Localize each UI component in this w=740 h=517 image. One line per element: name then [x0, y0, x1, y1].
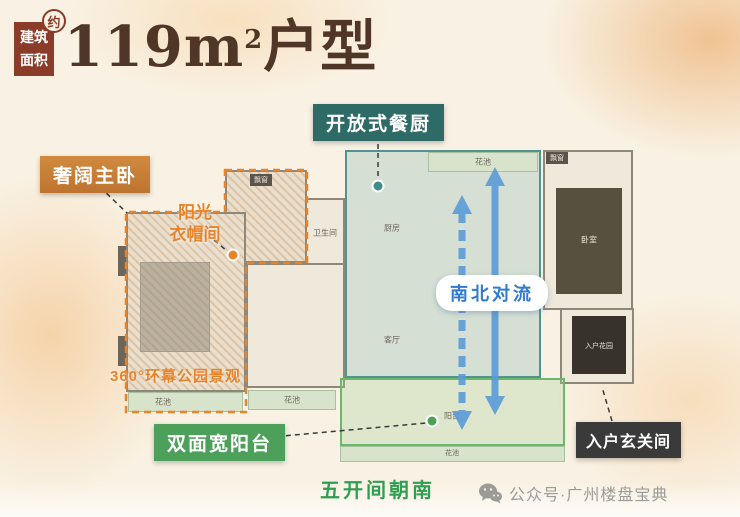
room-label-living: 客厅 — [384, 335, 400, 345]
wechat-footer: 公众号·广州楼盘宝典 — [478, 481, 668, 505]
callout-entry-foyer: 入户玄关间 — [576, 422, 682, 458]
cloakroom-line1: 阳光 — [178, 203, 212, 222]
room-label-flower-top: 花池 — [475, 157, 491, 167]
bay-window-strip — [118, 336, 126, 366]
room-label-flower-south: 花池 — [445, 450, 459, 457]
page-title: 119m2户型 — [64, 2, 377, 83]
wechat-account-label: 公众号·广州楼盘宝典 — [509, 487, 669, 504]
bed-furniture-master — [140, 262, 210, 352]
room-label-balcony: 阳台 — [444, 411, 460, 421]
area-badge-line2: 面积 — [20, 52, 48, 69]
cloakroom-line2: 衣帽间 — [169, 225, 221, 245]
title-suffix: 户型 — [263, 14, 378, 80]
room-hallway — [246, 263, 345, 388]
area-badge-line1: 建筑 — [20, 29, 48, 45]
callout-master-bedroom: 奢阔主卧 — [40, 156, 151, 193]
bay-window-tag: 飘窗 — [546, 152, 568, 164]
callout-park-view: 360°环幕公园景观 — [110, 368, 242, 385]
room-label-bathroom: 卫生间 — [313, 228, 337, 238]
room-kitchen-living-zone — [345, 150, 541, 378]
bay-window-strip — [118, 246, 126, 276]
room-label-entry-garden: 入户花园 — [585, 343, 613, 350]
room-label-flower-mid: 花池 — [284, 395, 300, 405]
callout-sunny-cloakroom: 阳光 衣帽间 — [156, 202, 234, 246]
wechat-icon — [479, 483, 502, 504]
callout-wide-balcony: 双面宽阳台 — [154, 424, 286, 461]
connector-foyer — [601, 386, 613, 422]
building-area-badge: 建筑 面积 — [14, 22, 54, 76]
room-label-flower-left: 花池 — [155, 397, 171, 407]
entry-foyer-floor — [572, 316, 626, 374]
room-label-bedroom: 卧室 — [581, 235, 597, 245]
approx-circle: 约 — [42, 9, 66, 33]
flower-bed-top — [428, 152, 538, 172]
title-number: 119m — [64, 14, 245, 80]
room-label-kitchen: 厨房 — [384, 223, 400, 233]
callout-south-facing-bays: 五开间朝南 — [320, 480, 435, 502]
bay-window-tag: 飘窗 — [250, 174, 272, 186]
background-glow — [540, 0, 740, 160]
callout-open-kitchen: 开放式餐厨 — [313, 104, 445, 141]
flower-bed-left — [128, 392, 243, 412]
flower-bed-south — [340, 446, 565, 462]
bed-furniture-right — [556, 188, 622, 294]
title-superscript: 2 — [244, 25, 264, 55]
callout-north-south-convection: 南北对流 — [436, 275, 548, 311]
